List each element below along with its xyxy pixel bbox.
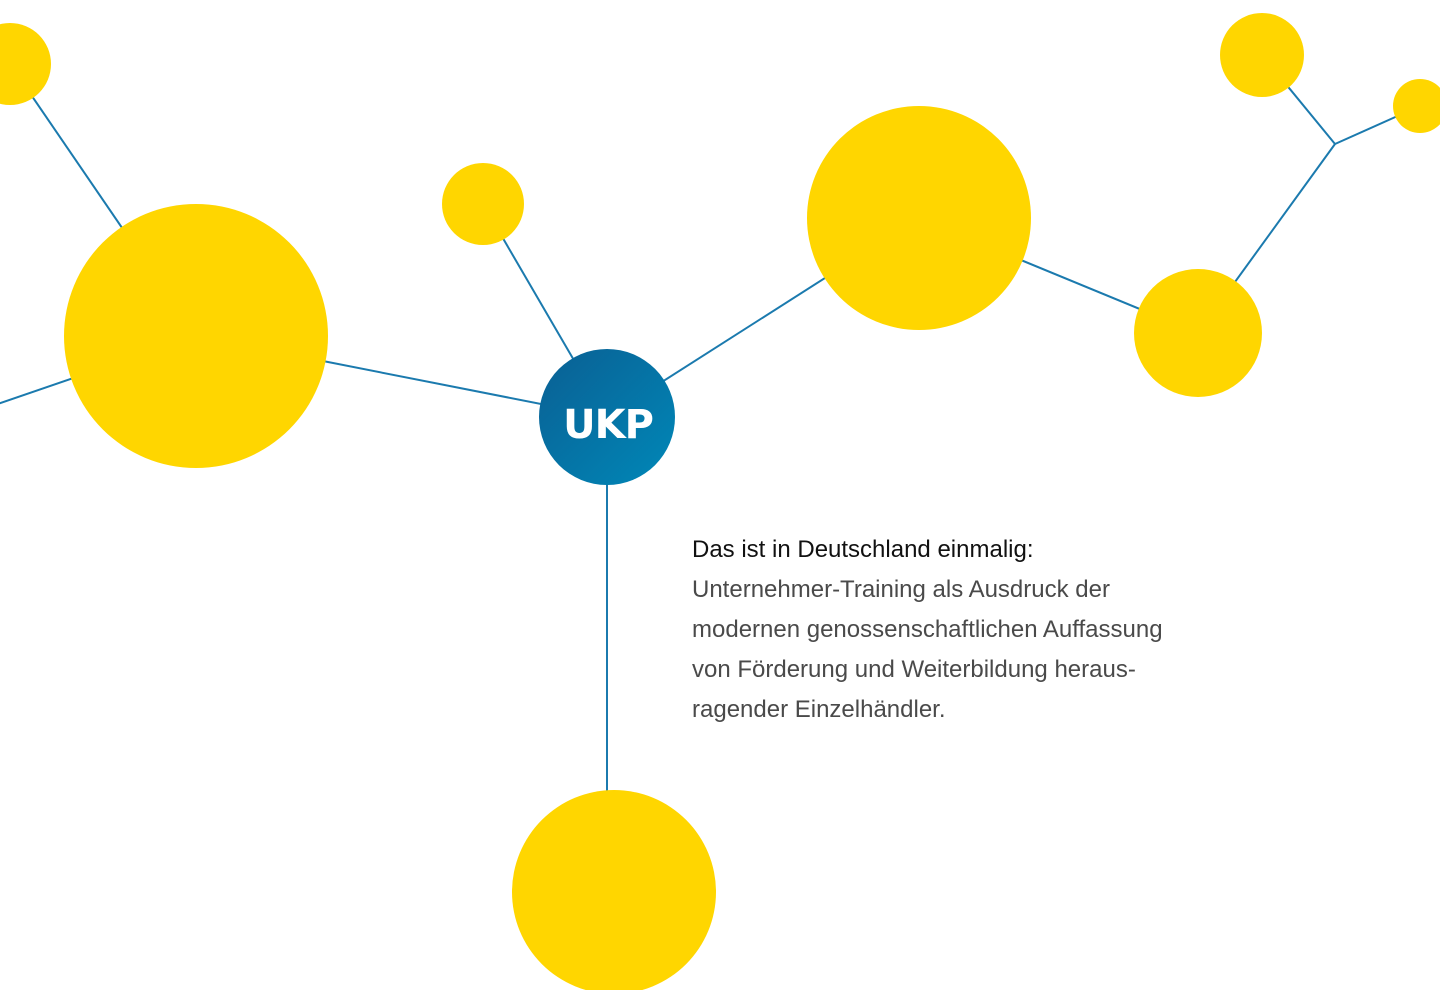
node-circle — [512, 790, 716, 990]
node-circle — [0, 23, 51, 105]
body-line: Unternehmer-Training als Ausdruck der — [692, 576, 1110, 603]
node-circle — [442, 163, 524, 245]
node-circle — [1220, 13, 1304, 97]
connector-lines — [0, 54, 1421, 890]
node-circle — [1134, 269, 1262, 397]
node-circle — [64, 204, 328, 468]
hub-circle — [539, 349, 675, 485]
node-circle — [807, 106, 1031, 330]
body-line: modernen genossenschaftlichen Auffassung — [692, 616, 1163, 643]
headline: Das ist in Deutschland einmalig: — [692, 536, 1034, 563]
yellow-nodes — [0, 13, 1440, 990]
body-line: ragender Einzelhändler. — [692, 696, 946, 723]
body-line: von Förderung und Weiterbildung heraus- — [692, 656, 1136, 683]
ukp-logo: UKP — [539, 349, 675, 485]
node-circle — [1393, 79, 1440, 133]
intro-text-block: Das ist in Deutschland einmalig: Unterne… — [692, 530, 1252, 730]
logo-text: UKP — [563, 402, 653, 448]
